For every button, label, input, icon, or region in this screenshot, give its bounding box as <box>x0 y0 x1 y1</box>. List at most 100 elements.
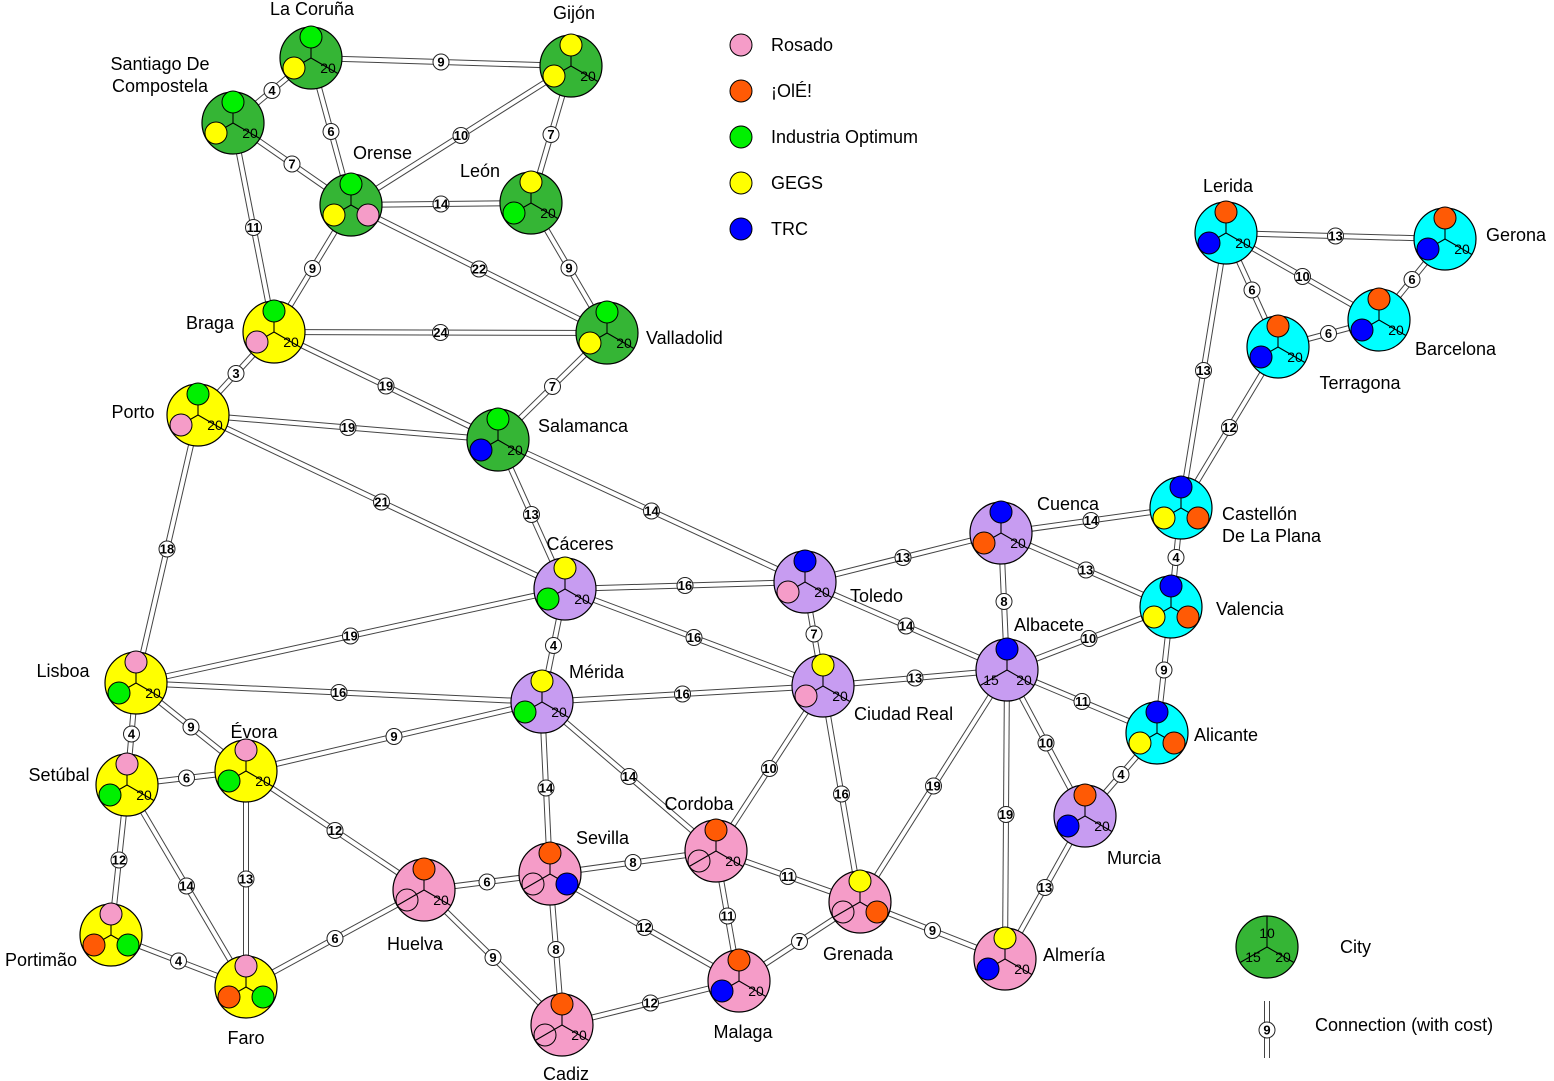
connection-cost-badge: 9 <box>432 53 450 71</box>
company-token-blue <box>555 872 579 896</box>
city-name: Murcia <box>1107 848 1162 868</box>
company-token-yellow <box>811 653 835 677</box>
connection-cost-badge: 21 <box>373 493 390 511</box>
legend-label: Industria Optimum <box>771 127 918 147</box>
city-name: Compostela <box>112 76 209 96</box>
connection-cost-badge: 9 <box>182 718 200 736</box>
connection-cost-badge: 12 <box>326 822 344 839</box>
company-token-blue <box>793 549 817 573</box>
connection-cost-badge: 13 <box>906 669 924 687</box>
connection-cost: 8 <box>552 942 559 957</box>
connection-braga-valladolid: 24 <box>273 324 608 341</box>
connection-cost: 10 <box>1039 736 1053 751</box>
connection-cost-badge: 14 <box>178 877 195 895</box>
city-name: Cuenca <box>1037 494 1100 514</box>
legend-label: TRC <box>771 219 808 239</box>
company-token-green <box>339 172 363 196</box>
connection-cost-badge: 18 <box>158 540 176 558</box>
connection-albacete-almeria: 19 <box>997 669 1015 960</box>
connection-lerida-castellon: 13 <box>1178 232 1229 509</box>
connection-cost: 9 <box>187 720 194 735</box>
connection-cost: 4 <box>175 954 183 969</box>
connection-cost: 12 <box>112 853 126 868</box>
connection-cost: 11 <box>721 909 735 924</box>
city-name: Salamanca <box>538 416 629 436</box>
connection-cost: 6 <box>1408 272 1415 287</box>
connection-cost: 9 <box>390 729 397 744</box>
connection-cost: 6 <box>483 875 490 890</box>
connection-lerida-gerona: 13 <box>1225 227 1446 245</box>
city-slot-cost: 20 <box>136 787 152 803</box>
company-token-blue <box>1056 814 1080 838</box>
city-name: De La Plana <box>1222 526 1322 546</box>
city-name: Lerida <box>1203 176 1254 196</box>
connection-cost: 6 <box>327 124 334 139</box>
connection-cost: 13 <box>1079 563 1093 578</box>
city-name: Malaga <box>713 1022 773 1042</box>
connection-cost: 16 <box>675 687 689 702</box>
city-name: Almería <box>1043 945 1106 965</box>
company-token-green <box>186 382 210 406</box>
connection-cost-badge: 19 <box>342 627 359 645</box>
connection-cost-badge: 9 <box>560 259 578 277</box>
connection-cost-badge: 14 <box>432 195 450 213</box>
connection-cost-badge: 10 <box>1037 734 1055 752</box>
city-name: Faro <box>227 1028 264 1048</box>
connection-cost-badge: 6 <box>322 123 340 140</box>
company-token-blue <box>710 979 734 1003</box>
company-token-orange <box>1433 206 1457 230</box>
company-token-empty <box>395 888 419 912</box>
city-slot-cost: 20 <box>814 584 830 600</box>
legend-label: ¡OlÉ! <box>771 81 812 101</box>
company-token-empty <box>521 872 545 896</box>
city-slot-cost: 20 <box>540 205 556 221</box>
legend-city-number: 20 <box>1275 949 1291 965</box>
connection-cost-badge: 14 <box>1082 512 1100 529</box>
legend-item-blue: TRC <box>729 217 808 241</box>
connection-cost-badge: 7 <box>791 933 808 950</box>
connection-cost-badge: 9 <box>924 922 941 939</box>
connection-cost-badge: 6 <box>1243 281 1261 299</box>
connection-cost: 9 <box>437 55 444 70</box>
city-slot-cost: 20 <box>433 892 449 908</box>
connection-cost-badge: 14 <box>897 617 915 635</box>
connection-cost-badge: 22 <box>470 260 488 278</box>
city-portimao: Portimão <box>5 902 143 970</box>
company-token-yellow <box>322 203 346 227</box>
connection-cost-badge: 16 <box>685 629 703 646</box>
connection-merida-cordoba: 14 <box>540 699 718 854</box>
connection-cost: 9 <box>929 923 936 938</box>
city-slot-cost: 20 <box>507 442 523 458</box>
company-token-yellow <box>559 33 583 57</box>
connection-cost-badge: 6 <box>326 930 344 947</box>
city-alicante: Alicante <box>1125 700 1258 765</box>
connection-cost: 7 <box>796 934 803 949</box>
company-token-blue <box>1350 318 1374 342</box>
connection-cost-badge: 4 <box>1112 766 1130 783</box>
company-token-yellow <box>282 56 306 80</box>
connection-cost: 7 <box>288 157 295 172</box>
company-token-pink <box>124 650 148 674</box>
city-slot-cost: 20 <box>616 335 632 351</box>
city-name: León <box>460 161 500 181</box>
legend-swatch <box>729 125 753 149</box>
connection-cost-badge: 19 <box>339 419 357 436</box>
company-token-pink <box>245 330 269 354</box>
connection-cost-badge: 4 <box>545 637 562 654</box>
city-name: Mérida <box>569 662 625 682</box>
connection-cost-badge: 4 <box>170 952 187 970</box>
city-name: Valladolid <box>646 328 723 348</box>
connection-cost: 22 <box>472 262 486 277</box>
legend-item-pink: Rosado <box>729 33 833 57</box>
company-token-green <box>221 90 245 114</box>
connection-cost-badge: 8 <box>995 593 1013 610</box>
connection-cost: 13 <box>239 872 253 887</box>
connection-cost: 8 <box>1000 594 1007 609</box>
city-slot-cost: 20 <box>145 685 161 701</box>
city-name: Évora <box>230 722 278 742</box>
city-slot-cost: 20 <box>574 591 590 607</box>
